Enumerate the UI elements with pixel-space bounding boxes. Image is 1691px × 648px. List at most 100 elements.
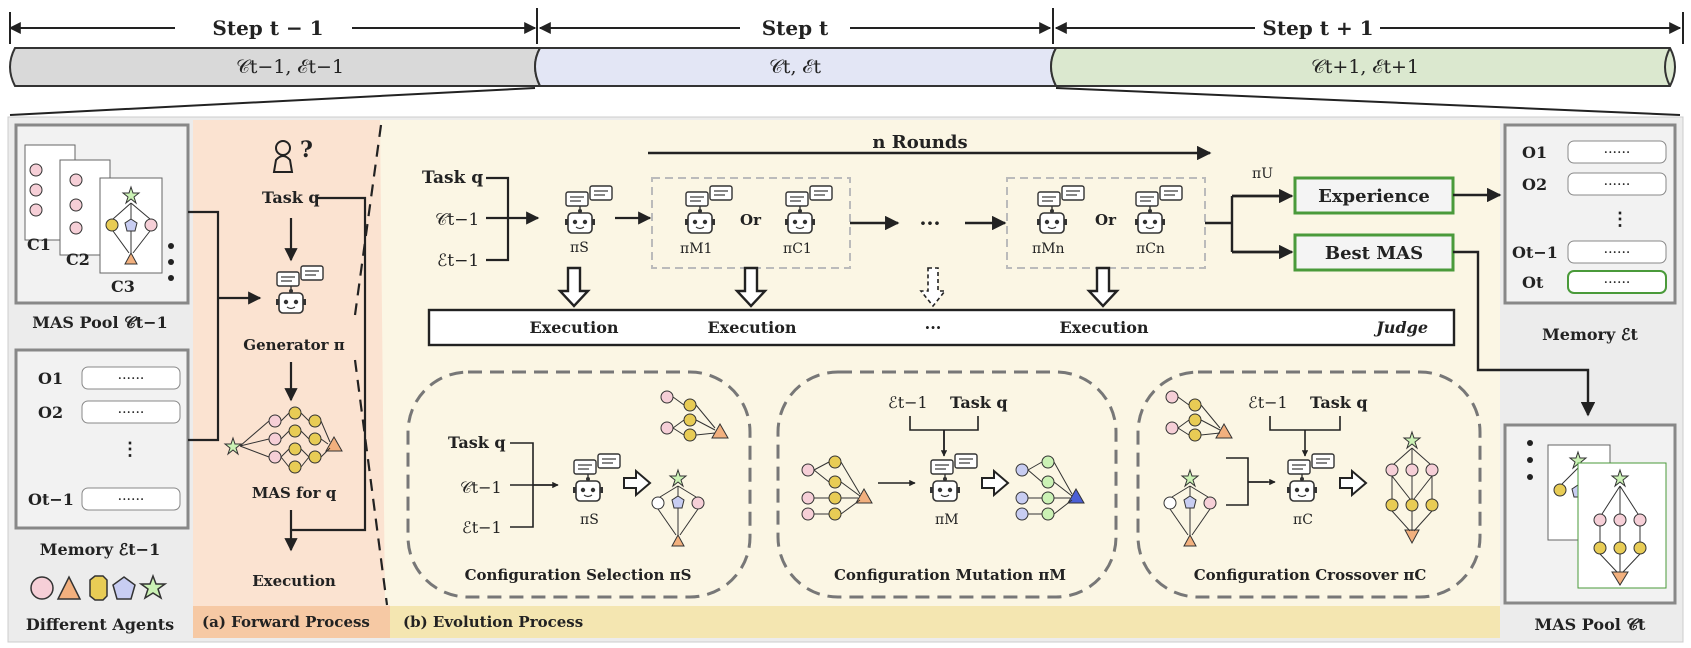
sel-graph-bottom bbox=[651, 468, 705, 547]
svg-text:?: ? bbox=[300, 137, 313, 163]
forward-execution: Execution bbox=[252, 572, 336, 590]
memory-cur-row-4: Ot bbox=[1522, 273, 1544, 292]
selection-panel bbox=[406, 370, 752, 599]
memory-cur-cell-1: ······ bbox=[1604, 145, 1631, 161]
svg-text:⋮: ⋮ bbox=[121, 439, 139, 460]
execution-1: Execution bbox=[529, 318, 618, 337]
forward-label-bar bbox=[193, 606, 390, 638]
cro-input-task: Task q bbox=[1310, 393, 1368, 412]
cro-graph-bottom bbox=[1163, 468, 1217, 547]
forward-panel-label: (a) Forward Process bbox=[202, 613, 370, 631]
step-label-prev: Step t − 1 bbox=[212, 16, 323, 40]
execution-ellipsis: ··· bbox=[925, 318, 942, 337]
evo-input-pool: 𝒞t−1 bbox=[435, 210, 479, 230]
evolution-panel-label: (b) Evolution Process bbox=[403, 613, 583, 631]
memory-cur-row-1: O1 bbox=[1522, 143, 1547, 162]
round-n-box bbox=[1006, 177, 1206, 269]
roundn-or: Or bbox=[1095, 211, 1117, 229]
mas-pool-prev: C1 C2 C3 bbox=[14, 123, 190, 305]
execution-n: Execution bbox=[1059, 318, 1148, 337]
agent-octagon-icon bbox=[89, 575, 108, 601]
memory-current-label: Memory ℰt bbox=[1542, 325, 1638, 344]
cro-title: Configuration Crossover πC bbox=[1194, 566, 1427, 584]
memory-current: O1 ······ O2 ······ ⋮ Ot−1 ······ Ot ···… bbox=[1503, 123, 1677, 305]
evo-input-task: Task q bbox=[422, 168, 483, 188]
step-label-next: Step t + 1 bbox=[1262, 16, 1373, 40]
memory-prev-cell-last: ······ bbox=[118, 492, 145, 508]
best-mas-label: Best MAS bbox=[1325, 243, 1423, 264]
sel-policy: πS bbox=[580, 512, 599, 528]
agent-pentagon-icon bbox=[112, 576, 136, 600]
step-label-current: Step t bbox=[762, 16, 829, 40]
agent-shapes bbox=[30, 573, 168, 601]
step-state-prev: 𝒞t−1, ℰt−1 bbox=[236, 56, 344, 78]
round1-mutation: πM1 bbox=[680, 241, 712, 257]
mas-card-c2: C2 bbox=[66, 250, 90, 269]
memory-cur-cell-2: ······ bbox=[1604, 177, 1631, 193]
best-mas-box bbox=[1293, 233, 1455, 272]
memory-prev-cell-2: ······ bbox=[118, 405, 145, 421]
execution-bar bbox=[427, 308, 1456, 347]
roundn-mutation: πMn bbox=[1032, 241, 1065, 257]
round-1-box bbox=[651, 177, 851, 269]
mut-input-task: Task q bbox=[950, 393, 1008, 412]
sel-input-task: Task q bbox=[448, 433, 506, 452]
mut-policy: πM bbox=[935, 512, 959, 528]
memory-prev-row-2: O2 bbox=[38, 403, 63, 422]
round1-crossover: πC1 bbox=[783, 241, 812, 257]
mas-card-c1: C1 bbox=[27, 235, 51, 254]
step-state-next: 𝒞t+1, ℰt+1 bbox=[1311, 56, 1419, 78]
agent-triangle-icon bbox=[56, 575, 82, 600]
mut-graph-output bbox=[1015, 455, 1085, 521]
rounds-label: n Rounds bbox=[872, 132, 967, 153]
crossover-panel bbox=[1136, 370, 1482, 599]
down-arrows bbox=[557, 266, 1120, 308]
experience-label: Experience bbox=[1318, 186, 1430, 207]
mut-graph-input bbox=[801, 455, 873, 521]
cro-graph-output bbox=[1385, 430, 1439, 545]
cro-policy: πC bbox=[1293, 512, 1313, 528]
roundn-crossover: πCn bbox=[1136, 241, 1165, 257]
svg-text:⋮: ⋮ bbox=[1611, 209, 1629, 230]
mut-title: Configuration Mutation πM bbox=[834, 566, 1066, 584]
evo-input-memory: ℰt−1 bbox=[437, 251, 479, 271]
forward-task: Task q bbox=[262, 188, 320, 207]
mas-pool-prev-label: MAS Pool 𝒞t−1 bbox=[32, 313, 167, 332]
rounds-ellipsis: ··· bbox=[920, 211, 941, 235]
sel-input-memory: ℰt−1 bbox=[462, 518, 502, 537]
task-icon: ? bbox=[272, 137, 313, 173]
memory-cur-row-2: O2 bbox=[1522, 175, 1547, 194]
mutation-panel bbox=[776, 370, 1118, 599]
mas-pool-current bbox=[1503, 423, 1677, 605]
update-policy: πU bbox=[1252, 166, 1273, 182]
mas-pool-current-label: MAS Pool 𝒞t bbox=[1535, 615, 1647, 634]
evolution-label-bar bbox=[390, 606, 1500, 638]
forward-mas-graph bbox=[223, 406, 343, 474]
step-state-current: 𝒞t, ℰt bbox=[769, 56, 821, 78]
sel-title: Configuration Selection πS bbox=[465, 566, 692, 584]
cro-input-memory: ℰt−1 bbox=[1248, 393, 1288, 412]
sel-graph-top bbox=[660, 390, 729, 442]
memory-prev-row-last: Ot−1 bbox=[28, 490, 74, 509]
memory-prev: O1 ······ O2 ······ ⋮ Ot−1 ······ bbox=[14, 348, 190, 530]
experience-box bbox=[1293, 176, 1455, 215]
forward-generator: Generator π bbox=[243, 336, 344, 354]
cro-graph-top bbox=[1165, 390, 1233, 442]
memory-prev-label: Memory ℰt−1 bbox=[40, 540, 160, 559]
mas-card-c3: C3 bbox=[111, 277, 135, 296]
judge-label: Judge bbox=[1373, 318, 1428, 337]
mut-input-memory: ℰt−1 bbox=[888, 393, 928, 412]
memory-cur-cell-3: ······ bbox=[1604, 245, 1631, 261]
execution-2: Execution bbox=[707, 318, 796, 337]
selection-policy: πS bbox=[570, 240, 589, 256]
memory-prev-row-1: O1 bbox=[38, 369, 63, 388]
agent-circle-icon bbox=[30, 576, 54, 600]
agents-label: Different Agents bbox=[26, 615, 174, 634]
memory-prev-cell-1: ······ bbox=[118, 371, 145, 387]
forward-mas-for: MAS for q bbox=[252, 484, 337, 502]
memory-cur-cell-4: ······ bbox=[1604, 275, 1631, 291]
timeline: Step t − 1 Step t Step t + 1 𝒞t−1, ℰt−1 … bbox=[8, 8, 1684, 116]
agent-star-icon bbox=[138, 573, 168, 600]
memory-cur-row-3: Ot−1 bbox=[1512, 243, 1558, 262]
